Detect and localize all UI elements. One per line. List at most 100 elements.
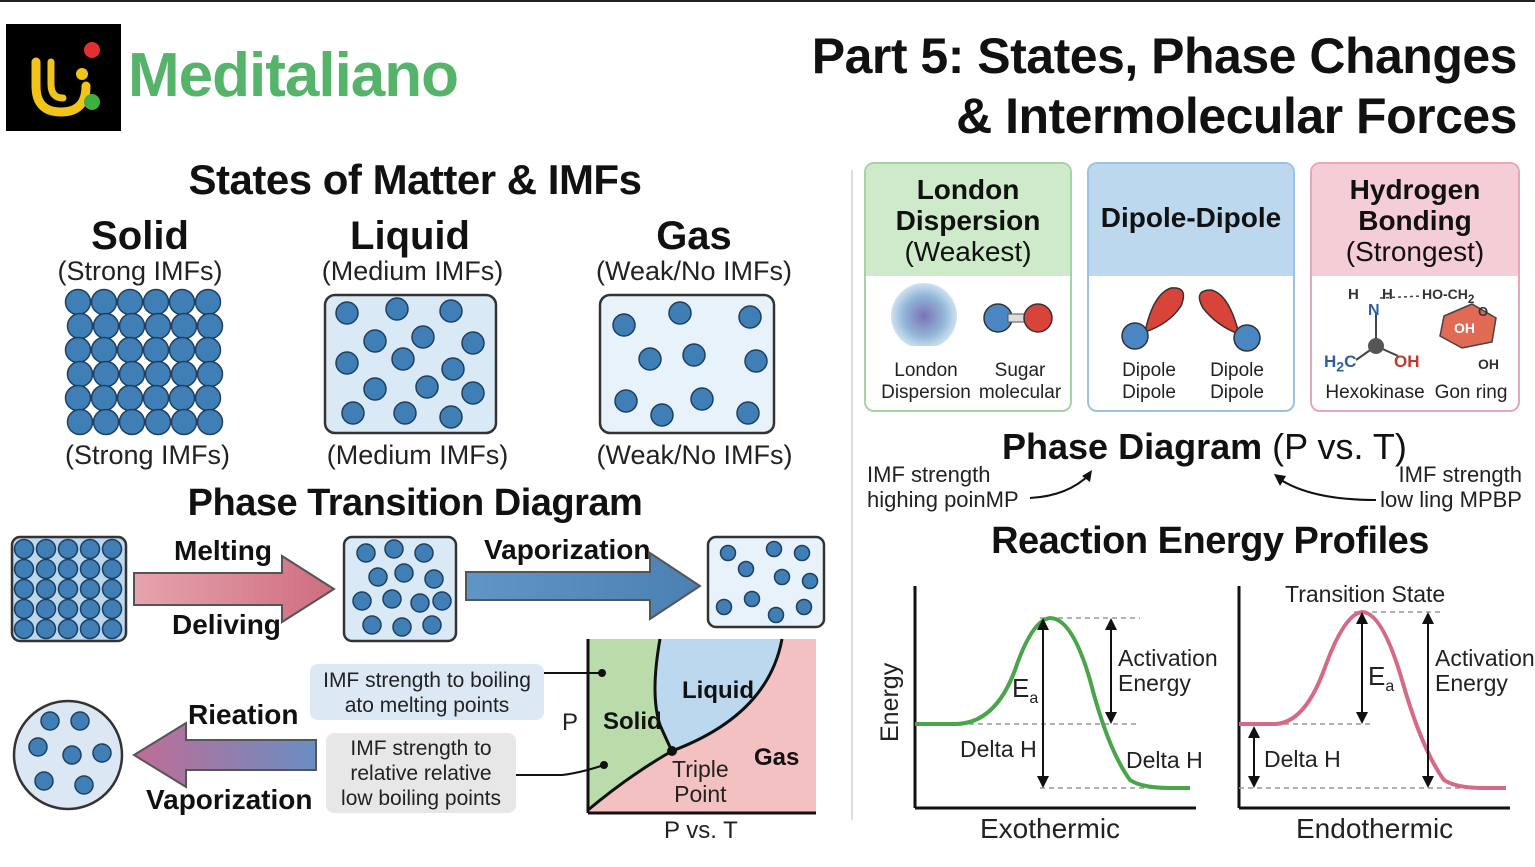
states-title: States of Matter & IMFs	[188, 156, 642, 203]
dipole-atom-icon	[1121, 322, 1149, 350]
phase-right-arrow	[1274, 474, 1377, 501]
mol-h2c-c: C	[1344, 352, 1357, 371]
exo-ea-label: Ea	[1012, 675, 1038, 711]
exo-delta-left: Delta H	[960, 736, 1037, 762]
lattice-particle	[90, 288, 118, 316]
liquid-particle	[368, 567, 388, 587]
liquid-region	[655, 639, 782, 751]
lattice-particle	[64, 336, 92, 364]
gas-particle	[650, 403, 674, 427]
phase-diagram-title-rest: (P vs. T)	[1272, 426, 1407, 467]
vaporization-curve	[671, 638, 784, 753]
dipole-cap1: Dipole Dipole	[1101, 360, 1197, 404]
gas-particle	[638, 347, 662, 371]
lattice-particle	[196, 408, 224, 436]
lattice-particle	[116, 288, 144, 316]
lattice-particle	[142, 384, 170, 412]
mini-liquid-label: Liquid	[682, 677, 754, 704]
exo-act-l2: Energy	[1118, 670, 1191, 696]
liquid-particle	[362, 615, 382, 635]
dipole-cap1-l1: Dipole	[1122, 360, 1176, 381]
lattice-particle	[170, 312, 198, 340]
lattice-particle	[116, 384, 144, 412]
gas-particle	[736, 401, 760, 425]
liquid-particle	[439, 299, 463, 323]
exo-act-l1: Activation	[1118, 645, 1218, 671]
endothermic-chart	[1237, 586, 1510, 810]
triple-point-label: Triple Point	[672, 757, 729, 807]
lattice-particle	[170, 360, 198, 388]
transition-title: Phase Transition Diagram	[187, 482, 643, 524]
gas-particle	[773, 568, 791, 586]
lattice-particle	[66, 360, 94, 388]
state-name-solid: Solid	[91, 214, 189, 258]
lattice-particle	[90, 384, 118, 412]
lattice-particle	[144, 312, 172, 340]
card-hbond: Hydrogen Bonding (Strongest) H N H HO-CH…	[1310, 162, 1520, 412]
note-melting-points: IMF strength to boiling ato melting poin…	[310, 664, 544, 720]
endo-ea-label: Ea	[1368, 663, 1394, 699]
state-name-liquid: Liquid	[350, 214, 470, 258]
energy-y-label-wrap: Energy	[872, 660, 912, 742]
gas-box	[598, 293, 776, 435]
endo-activation-label: Activation Energy	[1435, 646, 1535, 696]
card-london: London Dispersion (Weakest) London Dispe…	[864, 162, 1072, 412]
note2-line2: relative relative	[350, 762, 492, 785]
lattice-particle	[194, 384, 222, 412]
page-title: Part 5: States, Phase Changes & Intermol…	[757, 26, 1518, 146]
lattice-particle	[144, 360, 172, 388]
mol-n: N	[1368, 302, 1380, 319]
state-sub-bottom-liquid: (Medium IMFs)	[326, 440, 509, 470]
page-title-line1: Part 5: States, Phase Changes	[811, 28, 1518, 84]
hbond-cap2: Gon ring	[1434, 382, 1508, 403]
phase-diagram-title-bold: Phase Diagram	[1002, 426, 1263, 467]
liquid-particle	[415, 375, 439, 399]
gas-particle	[62, 745, 82, 765]
lattice-particle	[170, 408, 198, 436]
gas-particle	[612, 313, 636, 337]
gas-particle	[92, 743, 112, 763]
lattice-particle	[90, 336, 118, 364]
liquid-particle	[461, 331, 485, 355]
gas-particle	[34, 771, 54, 791]
lattice-particle	[35, 538, 57, 560]
endo-act-l1: Activation	[1435, 645, 1535, 671]
card-hbond-head1: Hydrogen	[1349, 174, 1481, 205]
gas-particle	[737, 560, 755, 578]
reverse-arrow	[132, 721, 317, 789]
mol-h2c-h: H	[1324, 352, 1337, 371]
mini-caption: P vs. T	[664, 817, 738, 844]
energy-title: Reaction Energy Profiles	[991, 520, 1429, 562]
liquid-particle	[424, 569, 444, 589]
mini-p-label: P	[562, 709, 579, 736]
transition-solid-box	[10, 535, 128, 643]
note2-line3: low boiling points	[341, 787, 501, 810]
sugar-ring-icon	[1439, 303, 1497, 349]
mini-solid-label: Solid	[603, 708, 662, 735]
mol-ho-text: HO-CH	[1422, 286, 1468, 302]
transition-state-label: Transition State	[1285, 581, 1446, 607]
liquid-particle	[341, 401, 365, 425]
lattice-particle	[196, 312, 224, 340]
page-title-line2: & Intermolecular Forces	[956, 88, 1517, 144]
london-molecules	[891, 283, 1053, 349]
section-divider	[851, 170, 853, 820]
gas-particle	[40, 711, 60, 731]
solid-region	[588, 639, 672, 810]
lattice-particle	[57, 598, 79, 620]
state-sub-bottom-solid: (Strong IMFs)	[64, 440, 231, 470]
note1-line2: ato melting points	[344, 694, 510, 717]
gas-particle	[719, 544, 737, 562]
hbond-cap1: Hexokinase	[1325, 382, 1425, 403]
melting-label: Melting	[174, 535, 272, 566]
liquid-particle	[335, 351, 359, 375]
solid-lattice	[64, 288, 224, 436]
lattice-particle	[101, 558, 123, 580]
gas-particle	[690, 387, 714, 411]
lattice-particle	[118, 408, 146, 436]
endo-act-l2: Energy	[1435, 670, 1508, 696]
energy-y-label: Energy	[876, 662, 904, 742]
triple-line1: Triple	[672, 756, 729, 782]
liquid-particle	[410, 593, 430, 613]
phase-diagram-title: Phase Diagram (P vs. T)	[1002, 426, 1407, 468]
